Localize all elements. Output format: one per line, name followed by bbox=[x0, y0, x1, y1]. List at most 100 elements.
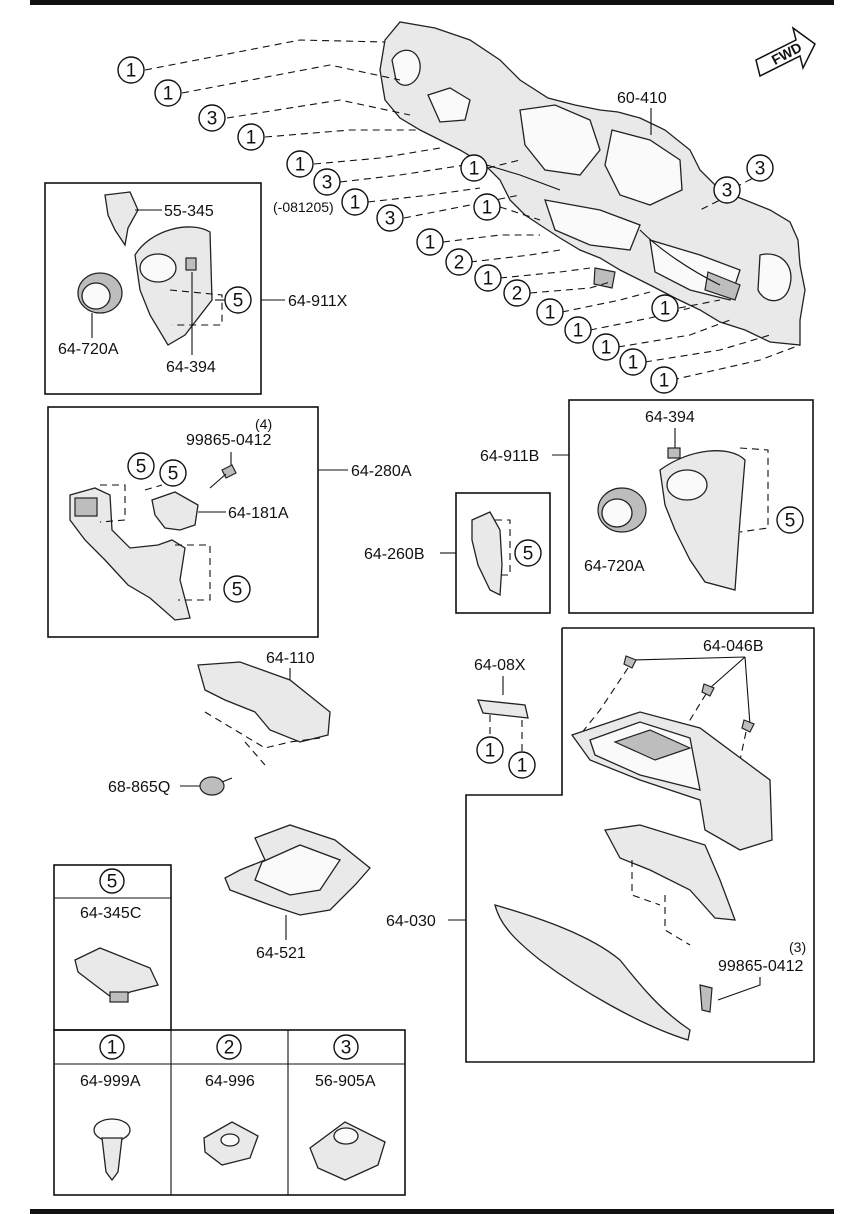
callout-c26: 5 bbox=[223, 575, 251, 603]
lower-part-shape bbox=[151, 491, 199, 531]
bottom-rule bbox=[30, 1209, 834, 1214]
legend-part-64-996: 64-996 bbox=[205, 1073, 255, 1090]
callout-c15: 1 bbox=[536, 298, 564, 326]
legend-num-5: 5 bbox=[107, 872, 118, 893]
callout-markers: 1 1 3 1 1 3 1 3 1 1 1 2 1 2 1 1 1 1 1 1 … bbox=[117, 56, 804, 779]
legend-part-56-905a: 56-905A bbox=[315, 1073, 376, 1090]
right-panel-shape bbox=[659, 450, 746, 591]
label-right-bezel: 64-720A bbox=[584, 558, 645, 575]
legend-cell-1: 1 64-999A bbox=[80, 1034, 141, 1182]
dash-panel-shape bbox=[379, 21, 806, 346]
screw-a-shape bbox=[209, 464, 237, 489]
right-small-shape bbox=[667, 447, 681, 459]
callout-c05: 1 bbox=[286, 150, 314, 178]
top-rule bbox=[30, 0, 834, 5]
callout-c17: 1 bbox=[592, 333, 620, 361]
callout-c22: 3 bbox=[713, 176, 741, 204]
glove-liner-shape bbox=[603, 824, 736, 921]
label-bracket: 64-110 bbox=[266, 650, 315, 667]
label-left-small: 64-394 bbox=[166, 359, 216, 376]
right-bezel-shape bbox=[597, 487, 647, 533]
svg-text:1: 1 bbox=[483, 269, 494, 290]
svg-text:5: 5 bbox=[136, 457, 147, 478]
callout-c14: 2 bbox=[503, 279, 531, 307]
label-strip-panel: 64-260B bbox=[364, 546, 425, 563]
callout-c11: 1 bbox=[416, 228, 444, 256]
svg-text:1: 1 bbox=[573, 321, 584, 342]
callout-c20: 1 bbox=[650, 366, 678, 394]
svg-text:5: 5 bbox=[232, 580, 243, 601]
screw-b-shape bbox=[699, 984, 713, 1013]
callout-c12: 2 bbox=[445, 248, 473, 276]
callout-c06: 3 bbox=[313, 168, 341, 196]
legend-cell-2: 2 64-996 bbox=[203, 1034, 259, 1166]
callout-c08: 3 bbox=[376, 204, 404, 232]
glove-lid-shape bbox=[494, 904, 691, 1041]
box-lower-panel-assy bbox=[47, 406, 319, 638]
box-right-panel-assy bbox=[568, 399, 814, 614]
svg-text:5: 5 bbox=[523, 544, 534, 565]
svg-text:1: 1 bbox=[482, 198, 493, 219]
glove-bolts-shape bbox=[623, 655, 755, 733]
callout-c25: 5 bbox=[159, 459, 187, 487]
svg-text:3: 3 bbox=[385, 209, 396, 230]
legend-num-2: 2 bbox=[224, 1038, 235, 1059]
legend-num-3: 3 bbox=[341, 1038, 352, 1059]
lower-panel-shape bbox=[69, 487, 191, 621]
strip-panel-shape bbox=[471, 511, 503, 597]
callout-c07: 1 bbox=[341, 188, 369, 216]
svg-text:3: 3 bbox=[207, 109, 218, 130]
callout-c23: 5 bbox=[224, 286, 252, 314]
callout-c16: 1 bbox=[564, 316, 592, 344]
svg-text:1: 1 bbox=[126, 61, 137, 82]
callout-c09: 1 bbox=[460, 154, 488, 182]
svg-text:1: 1 bbox=[660, 299, 671, 320]
label-screw-qty-a: (4) bbox=[255, 416, 272, 432]
callout-c04: 1 bbox=[237, 123, 265, 151]
legend-part-64-999a: 64-999A bbox=[80, 1073, 141, 1090]
callout-c02: 1 bbox=[154, 79, 182, 107]
callout-c30: 1 bbox=[508, 751, 536, 779]
callout-c27: 5 bbox=[514, 539, 542, 567]
svg-text:3: 3 bbox=[755, 159, 766, 180]
callout-c21: 3 bbox=[746, 154, 774, 182]
glove-box-shape bbox=[570, 711, 773, 851]
label-right-small: 64-394 bbox=[645, 409, 695, 426]
legend-table bbox=[53, 864, 406, 1196]
svg-text:1: 1 bbox=[350, 193, 361, 214]
svg-text:1: 1 bbox=[469, 159, 480, 180]
label-clip-68: 68-865Q bbox=[108, 779, 170, 796]
svg-text:5: 5 bbox=[168, 464, 179, 485]
svg-text:1: 1 bbox=[545, 303, 556, 324]
svg-text:1: 1 bbox=[601, 338, 612, 359]
svg-text:1: 1 bbox=[628, 353, 639, 374]
svg-text:2: 2 bbox=[512, 284, 523, 305]
left-bezel-shape bbox=[77, 272, 123, 314]
callout-c13: 1 bbox=[474, 264, 502, 292]
svg-text:5: 5 bbox=[785, 511, 796, 532]
legend-cell-5: 5 64-345C bbox=[74, 868, 159, 1003]
svg-text:1: 1 bbox=[246, 128, 257, 149]
callout-c29: 1 bbox=[476, 736, 504, 764]
svg-text:1: 1 bbox=[163, 84, 174, 105]
svg-text:1: 1 bbox=[485, 741, 496, 762]
svg-text:3: 3 bbox=[322, 173, 333, 194]
callout-c10: 1 bbox=[473, 193, 501, 221]
legend-cell-3: 3 56-905A bbox=[309, 1034, 386, 1181]
label-hinge: 64-08X bbox=[474, 657, 526, 674]
fwd-label: FWD bbox=[769, 39, 805, 68]
svg-text:2: 2 bbox=[454, 253, 465, 274]
label-left-bezel: 64-720A bbox=[58, 341, 119, 358]
callout-c28: 5 bbox=[776, 506, 804, 534]
left-vent-clip-shape bbox=[104, 191, 139, 247]
svg-text:1: 1 bbox=[425, 233, 436, 254]
box-left-panel-assy bbox=[44, 182, 262, 395]
svg-text:1: 1 bbox=[517, 756, 528, 777]
fwd-arrow-icon: FWD bbox=[755, 26, 816, 78]
label-screw-a: 99865-0412 bbox=[186, 432, 272, 449]
svg-text:5: 5 bbox=[233, 291, 244, 312]
callout-c03: 3 bbox=[198, 104, 226, 132]
callout-c01: 1 bbox=[117, 56, 145, 84]
label-left-panel-assy: 64-911X bbox=[288, 293, 348, 310]
